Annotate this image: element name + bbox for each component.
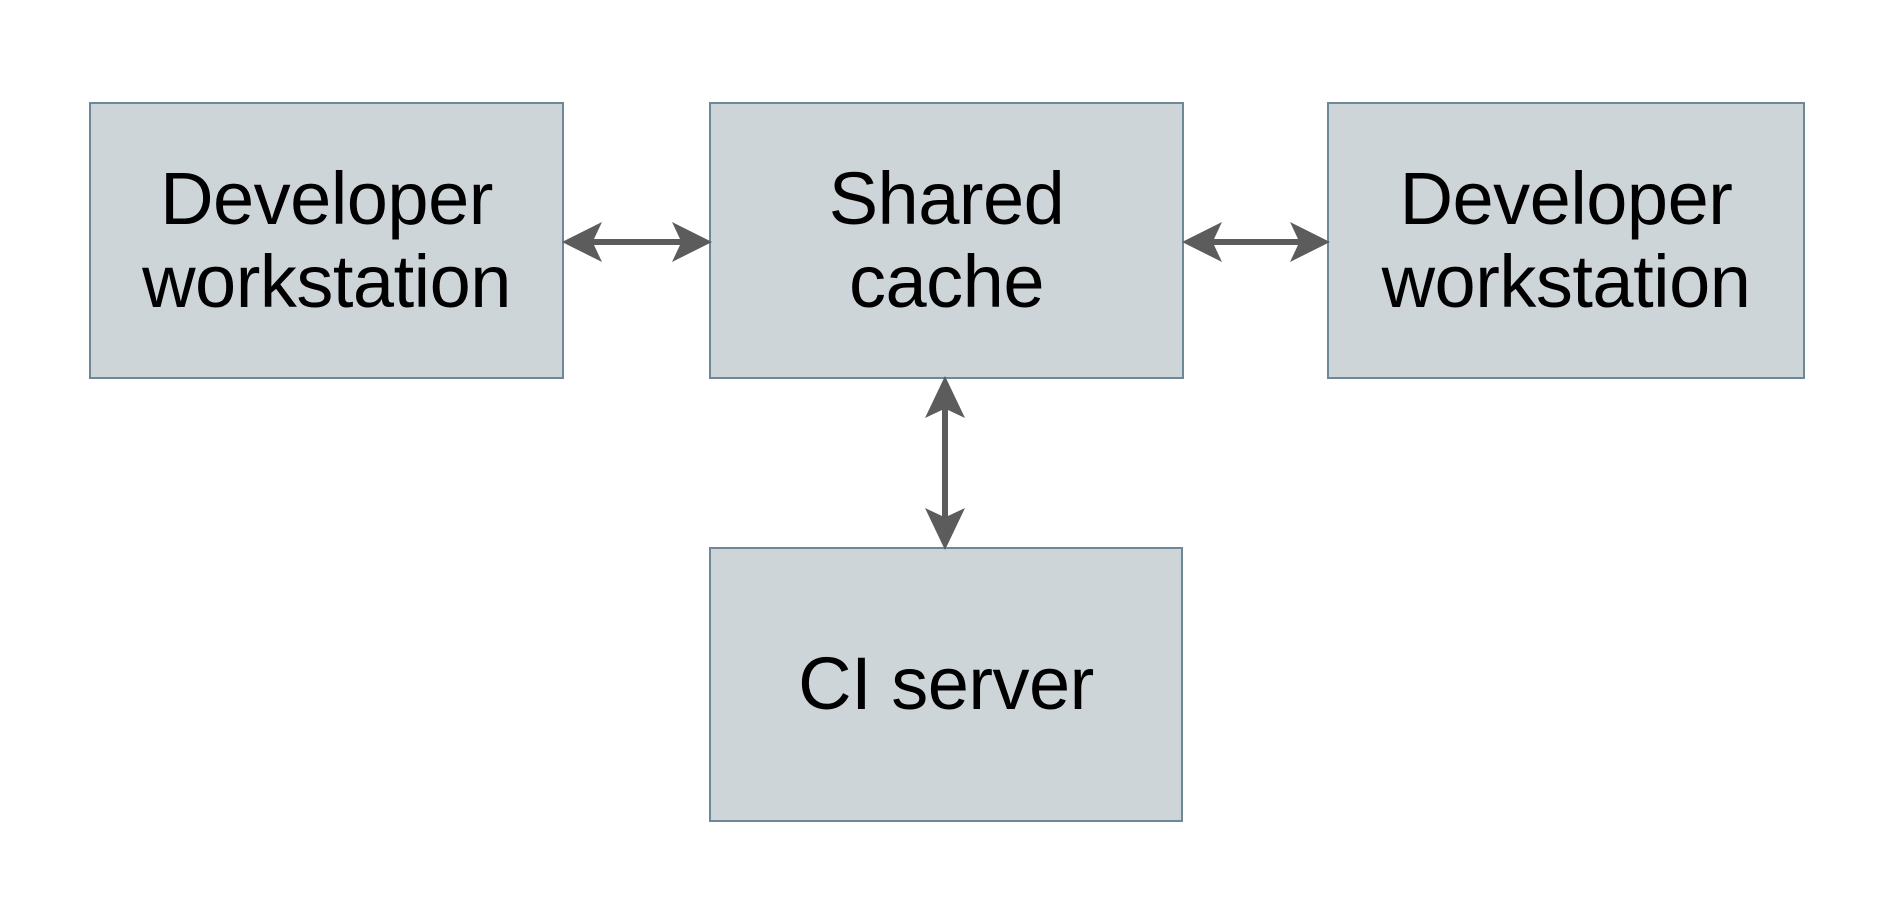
node-ci-server[interactable]: CI server: [709, 547, 1183, 822]
node-label: Developer workstation: [1381, 156, 1751, 323]
node-developer-workstation-right[interactable]: Developer workstation: [1327, 102, 1805, 379]
node-label: CI server: [798, 642, 1094, 726]
double-headed-arrow-icon: [925, 376, 965, 550]
node-label: Developer workstation: [142, 156, 511, 323]
node-developer-workstation-left[interactable]: Developer workstation: [89, 102, 564, 379]
edge-shared-cache-to-developer-right: [1182, 222, 1330, 262]
edge-shared-cache-to-ci-server: [925, 376, 965, 550]
double-headed-arrow-icon: [562, 222, 712, 262]
edge-developer-left-to-shared-cache: [562, 222, 712, 262]
double-headed-arrow-icon: [1182, 222, 1330, 262]
node-shared-cache[interactable]: Shared cache: [709, 102, 1184, 379]
node-label: Shared cache: [828, 156, 1065, 323]
